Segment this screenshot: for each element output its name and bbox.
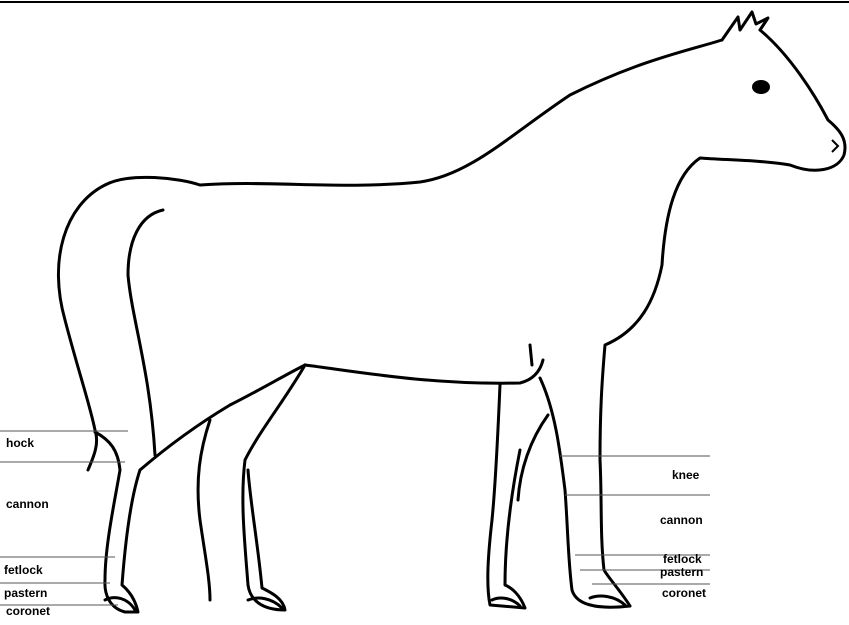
hind-leg-far-back [198, 420, 210, 600]
hind-leg-near-back [95, 432, 140, 612]
nostril [832, 140, 838, 152]
label-cannon-left: cannon [6, 498, 49, 510]
label-coronet-right: coronet [662, 587, 706, 599]
belly [305, 360, 543, 383]
hind-leg-near-front [140, 365, 305, 470]
hoof-near-hind [105, 598, 135, 610]
label-fetlock-left: fetlock [4, 564, 43, 576]
foreleg-near-back [540, 378, 630, 607]
label-pastern-left: pastern [4, 587, 47, 599]
hind-leg-far [243, 365, 305, 610]
label-hock: hock [6, 437, 34, 449]
label-knee: knee [672, 469, 699, 481]
ears [722, 12, 768, 40]
foreleg-far-front [518, 415, 548, 500]
back-line [105, 40, 722, 185]
label-cannon-right: cannon [660, 514, 703, 526]
label-pastern-right: pastern [660, 566, 703, 578]
hoof-near-fore [590, 596, 625, 605]
eye [752, 80, 770, 94]
left-leader-lines [0, 431, 128, 605]
head-neck-foreleg-front [600, 30, 845, 606]
label-fetlock-right: fetlock [663, 553, 702, 565]
label-coronet-left: coronet [6, 605, 50, 617]
elbow-mark [530, 345, 532, 365]
tail-outer [58, 185, 105, 470]
tail-inner [128, 210, 163, 455]
